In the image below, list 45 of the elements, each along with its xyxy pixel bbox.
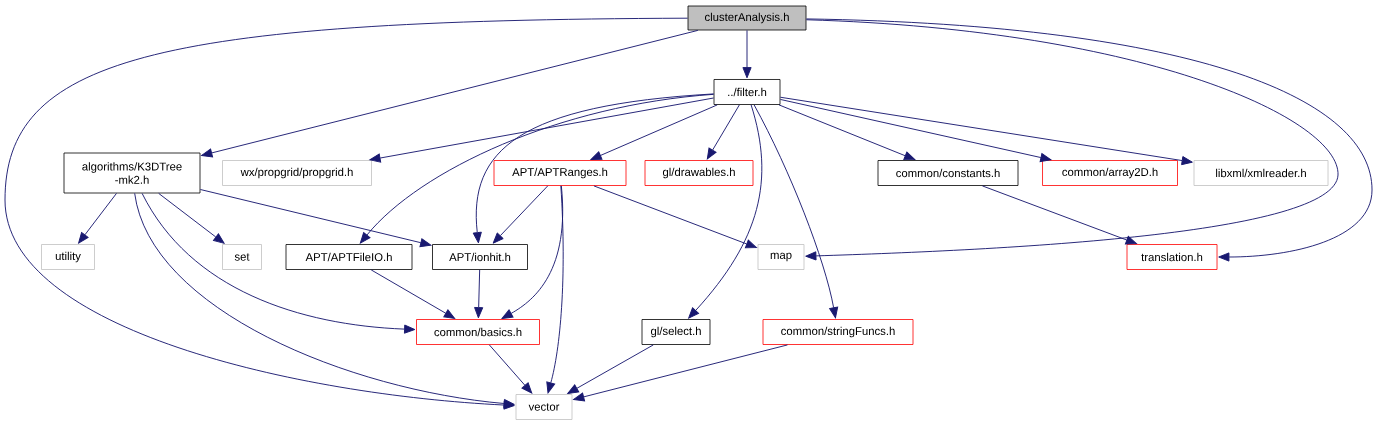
header-file-box: common/constants.h	[877, 160, 1019, 186]
header-file-box: utility	[41, 244, 95, 270]
header-file-box: vector	[515, 394, 573, 420]
arrow	[199, 189, 432, 248]
arrow	[706, 104, 740, 160]
arrow	[472, 93, 715, 244]
arrow	[78, 192, 117, 244]
header-file-box: common/array2D.h	[1042, 160, 1178, 186]
arrow	[158, 192, 225, 244]
arrow	[753, 104, 839, 319]
arrow	[981, 185, 1137, 245]
arrow	[134, 192, 515, 409]
arrow	[488, 344, 533, 394]
header-file-box: algorithms/K3DTree -mk2.h	[63, 152, 201, 194]
arrow	[369, 97, 715, 163]
arrow	[567, 344, 654, 394]
header-file-box: wx/propgrid/propgrid.h	[222, 160, 372, 186]
header-file-box: APT/APTRanges.h	[493, 160, 627, 186]
arrow	[4, 17, 689, 410]
header-file-box: gl/drawables.h	[644, 160, 754, 186]
header-file-box: translation.h	[1126, 244, 1218, 270]
arrow	[546, 185, 564, 394]
header-file-box: libxml/xmlreader.h	[1193, 160, 1329, 186]
arrow	[201, 29, 699, 158]
header-file-box: gl/select.h	[641, 319, 711, 345]
arrow	[779, 96, 1193, 166]
arrow	[474, 269, 484, 319]
header-file-box: common/basics.h	[416, 319, 540, 345]
header-file-box: APT/ionhit.h	[432, 244, 528, 270]
header-file-box: common/stringFuncs.h	[762, 319, 914, 345]
arrow	[492, 185, 549, 244]
arrow	[778, 104, 916, 161]
arrow	[593, 185, 757, 249]
header-file-box: APT/APTFileIO.h	[285, 244, 413, 270]
arrow	[573, 344, 788, 402]
header-file-box: ../filter.h	[713, 79, 781, 105]
header-file-box: set	[222, 244, 262, 270]
arrow	[688, 104, 763, 319]
arrow	[779, 98, 1052, 163]
arrow	[742, 29, 752, 79]
header-file-box: clusterAnalysis.h	[687, 5, 807, 31]
arrow	[141, 192, 416, 334]
arrow	[590, 104, 718, 161]
arrow	[370, 269, 456, 319]
header-file-box: map	[757, 244, 805, 270]
